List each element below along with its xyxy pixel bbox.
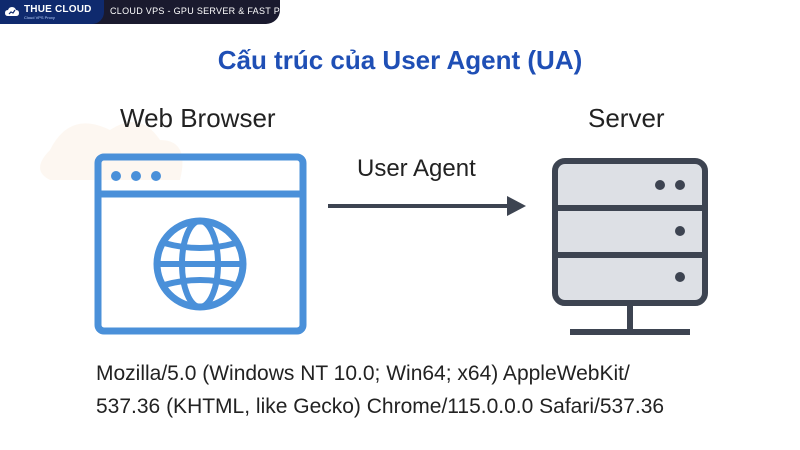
brand-logo[interactable]: THUE CLOUD Cloud VPS Proxy (0, 0, 104, 24)
ua-string-line-1: Mozilla/5.0 (Windows NT 10.0; Win64; x64… (96, 362, 630, 385)
browser-window-icon (94, 153, 307, 335)
user-agent-arrow-label: User Agent (357, 155, 476, 182)
cloud-logo-icon (5, 7, 19, 16)
brand-subtitle: Cloud VPS Proxy (24, 14, 55, 20)
server-label: Server (588, 103, 665, 133)
arrow-right-icon (328, 196, 526, 216)
web-browser-label: Web Browser (120, 103, 276, 133)
page-title: Cấu trúc của User Agent (UA) (217, 45, 583, 75)
brand-banner: THUE CLOUD Cloud VPS Proxy CLOUD VPS - G… (0, 0, 306, 24)
ua-string-line-2: 537.36 (KHTML, like Gecko) Chrome/115.0.… (96, 395, 665, 418)
globe-icon (153, 217, 247, 311)
brand-name: THUE CLOUD (24, 3, 92, 15)
server-rack-icon (552, 158, 708, 335)
user-agent-string: Mozilla/5.0 (Windows NT 10.0; Win64; x64… (96, 357, 776, 423)
brand-tagline: CLOUD VPS - GPU SERVER & FAST PROXY (110, 6, 307, 16)
